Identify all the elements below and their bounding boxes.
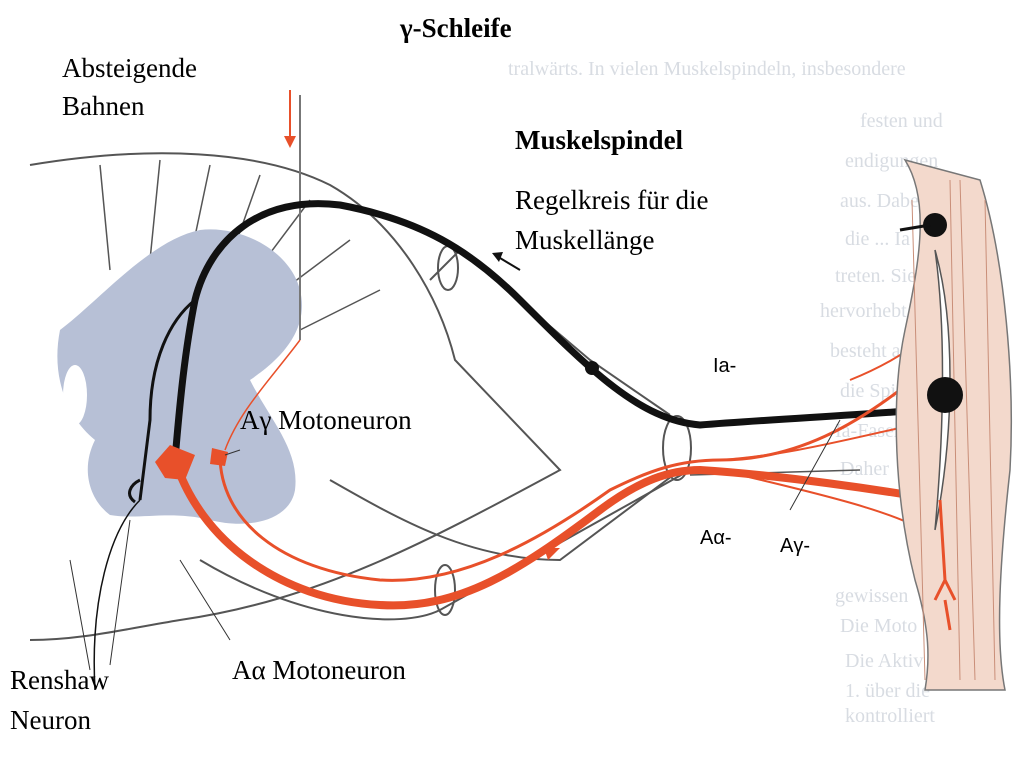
- motor-end-plate: [933, 499, 957, 631]
- background-text-line: Ia-Fasern: [835, 420, 911, 442]
- label-regelkreis-1: Regelkreis für die: [515, 185, 709, 215]
- background-text-line: hervorhebt.: [820, 300, 912, 322]
- background-text-line: treten. Sie: [835, 265, 917, 287]
- spinal-cord-outline: [29, 152, 562, 641]
- label-a-gamma-motoneuron: Aγ Motoneuron: [240, 405, 412, 435]
- title: γ-Schleife: [400, 13, 512, 43]
- annulospiral-ending: [927, 377, 963, 413]
- label-neuron: Neuron: [10, 705, 91, 735]
- a-gamma-motoneuron-cell: [210, 448, 228, 466]
- nerve-ring: [662, 415, 692, 481]
- background-text-line: Die Moto: [840, 615, 918, 637]
- background-text-line: 1. über die: [845, 680, 930, 702]
- white-matter-lines: [99, 159, 381, 331]
- a-gamma-fiber: [218, 388, 901, 582]
- a-alpha-fiber: [171, 456, 944, 610]
- background-text-line: Die Aktiv: [845, 650, 924, 672]
- label-renshaw: Renshaw: [10, 665, 109, 695]
- muscle-body: [895, 158, 1012, 691]
- renshaw-connection: [93, 499, 141, 691]
- ventral-root-tube-upper: [329, 469, 681, 562]
- background-text-line: gewissen: [835, 585, 909, 607]
- a-gamma-dendrite: [224, 339, 301, 451]
- secondary-ending: [923, 213, 947, 237]
- background-text-line: die ... Ia: [845, 228, 910, 250]
- label-ia: Ia-: [713, 355, 737, 377]
- descending-arrowhead: [284, 136, 296, 148]
- renshaw-neuron-cell: [128, 478, 141, 504]
- label-a-alpha-motoneuron: Aα Motoneuron: [232, 655, 406, 685]
- ia-ganglion-cell: [585, 361, 599, 375]
- a-gamma-arrowhead: [544, 548, 560, 560]
- background-text-line: kontrolliert: [845, 705, 935, 727]
- label-muskelspindel: Muskelspindel: [515, 125, 684, 155]
- label-a-alpha-fiber: Aα-: [700, 527, 732, 549]
- background-text-line: festen und: [860, 110, 943, 132]
- a-alpha-motoneuron-cell: [155, 445, 195, 480]
- label-a-gamma-fiber: Aγ-: [780, 535, 810, 557]
- ia-arrowhead: [492, 252, 503, 262]
- muscle-fibers: [911, 179, 996, 681]
- background-text-line: tralwärts. In vielen Muskelspindeln, ins…: [508, 58, 906, 80]
- background-text-line: Daher: [840, 458, 889, 480]
- label-bahnen: Bahnen: [62, 91, 145, 121]
- central-canal: [63, 365, 87, 425]
- secondary-ending-branch: [899, 223, 931, 232]
- root-ring-ventral: [434, 564, 456, 616]
- label-pointers: [69, 419, 841, 671]
- label-regelkreis-2: Muskellänge: [515, 225, 655, 255]
- gray-matter: [57, 229, 302, 524]
- background-text-line: aus. Dabei: [840, 190, 925, 212]
- ventral-root-tube-lower: [199, 469, 691, 621]
- label-absteigende: Absteigende: [62, 53, 197, 83]
- ia-collateral: [138, 298, 196, 501]
